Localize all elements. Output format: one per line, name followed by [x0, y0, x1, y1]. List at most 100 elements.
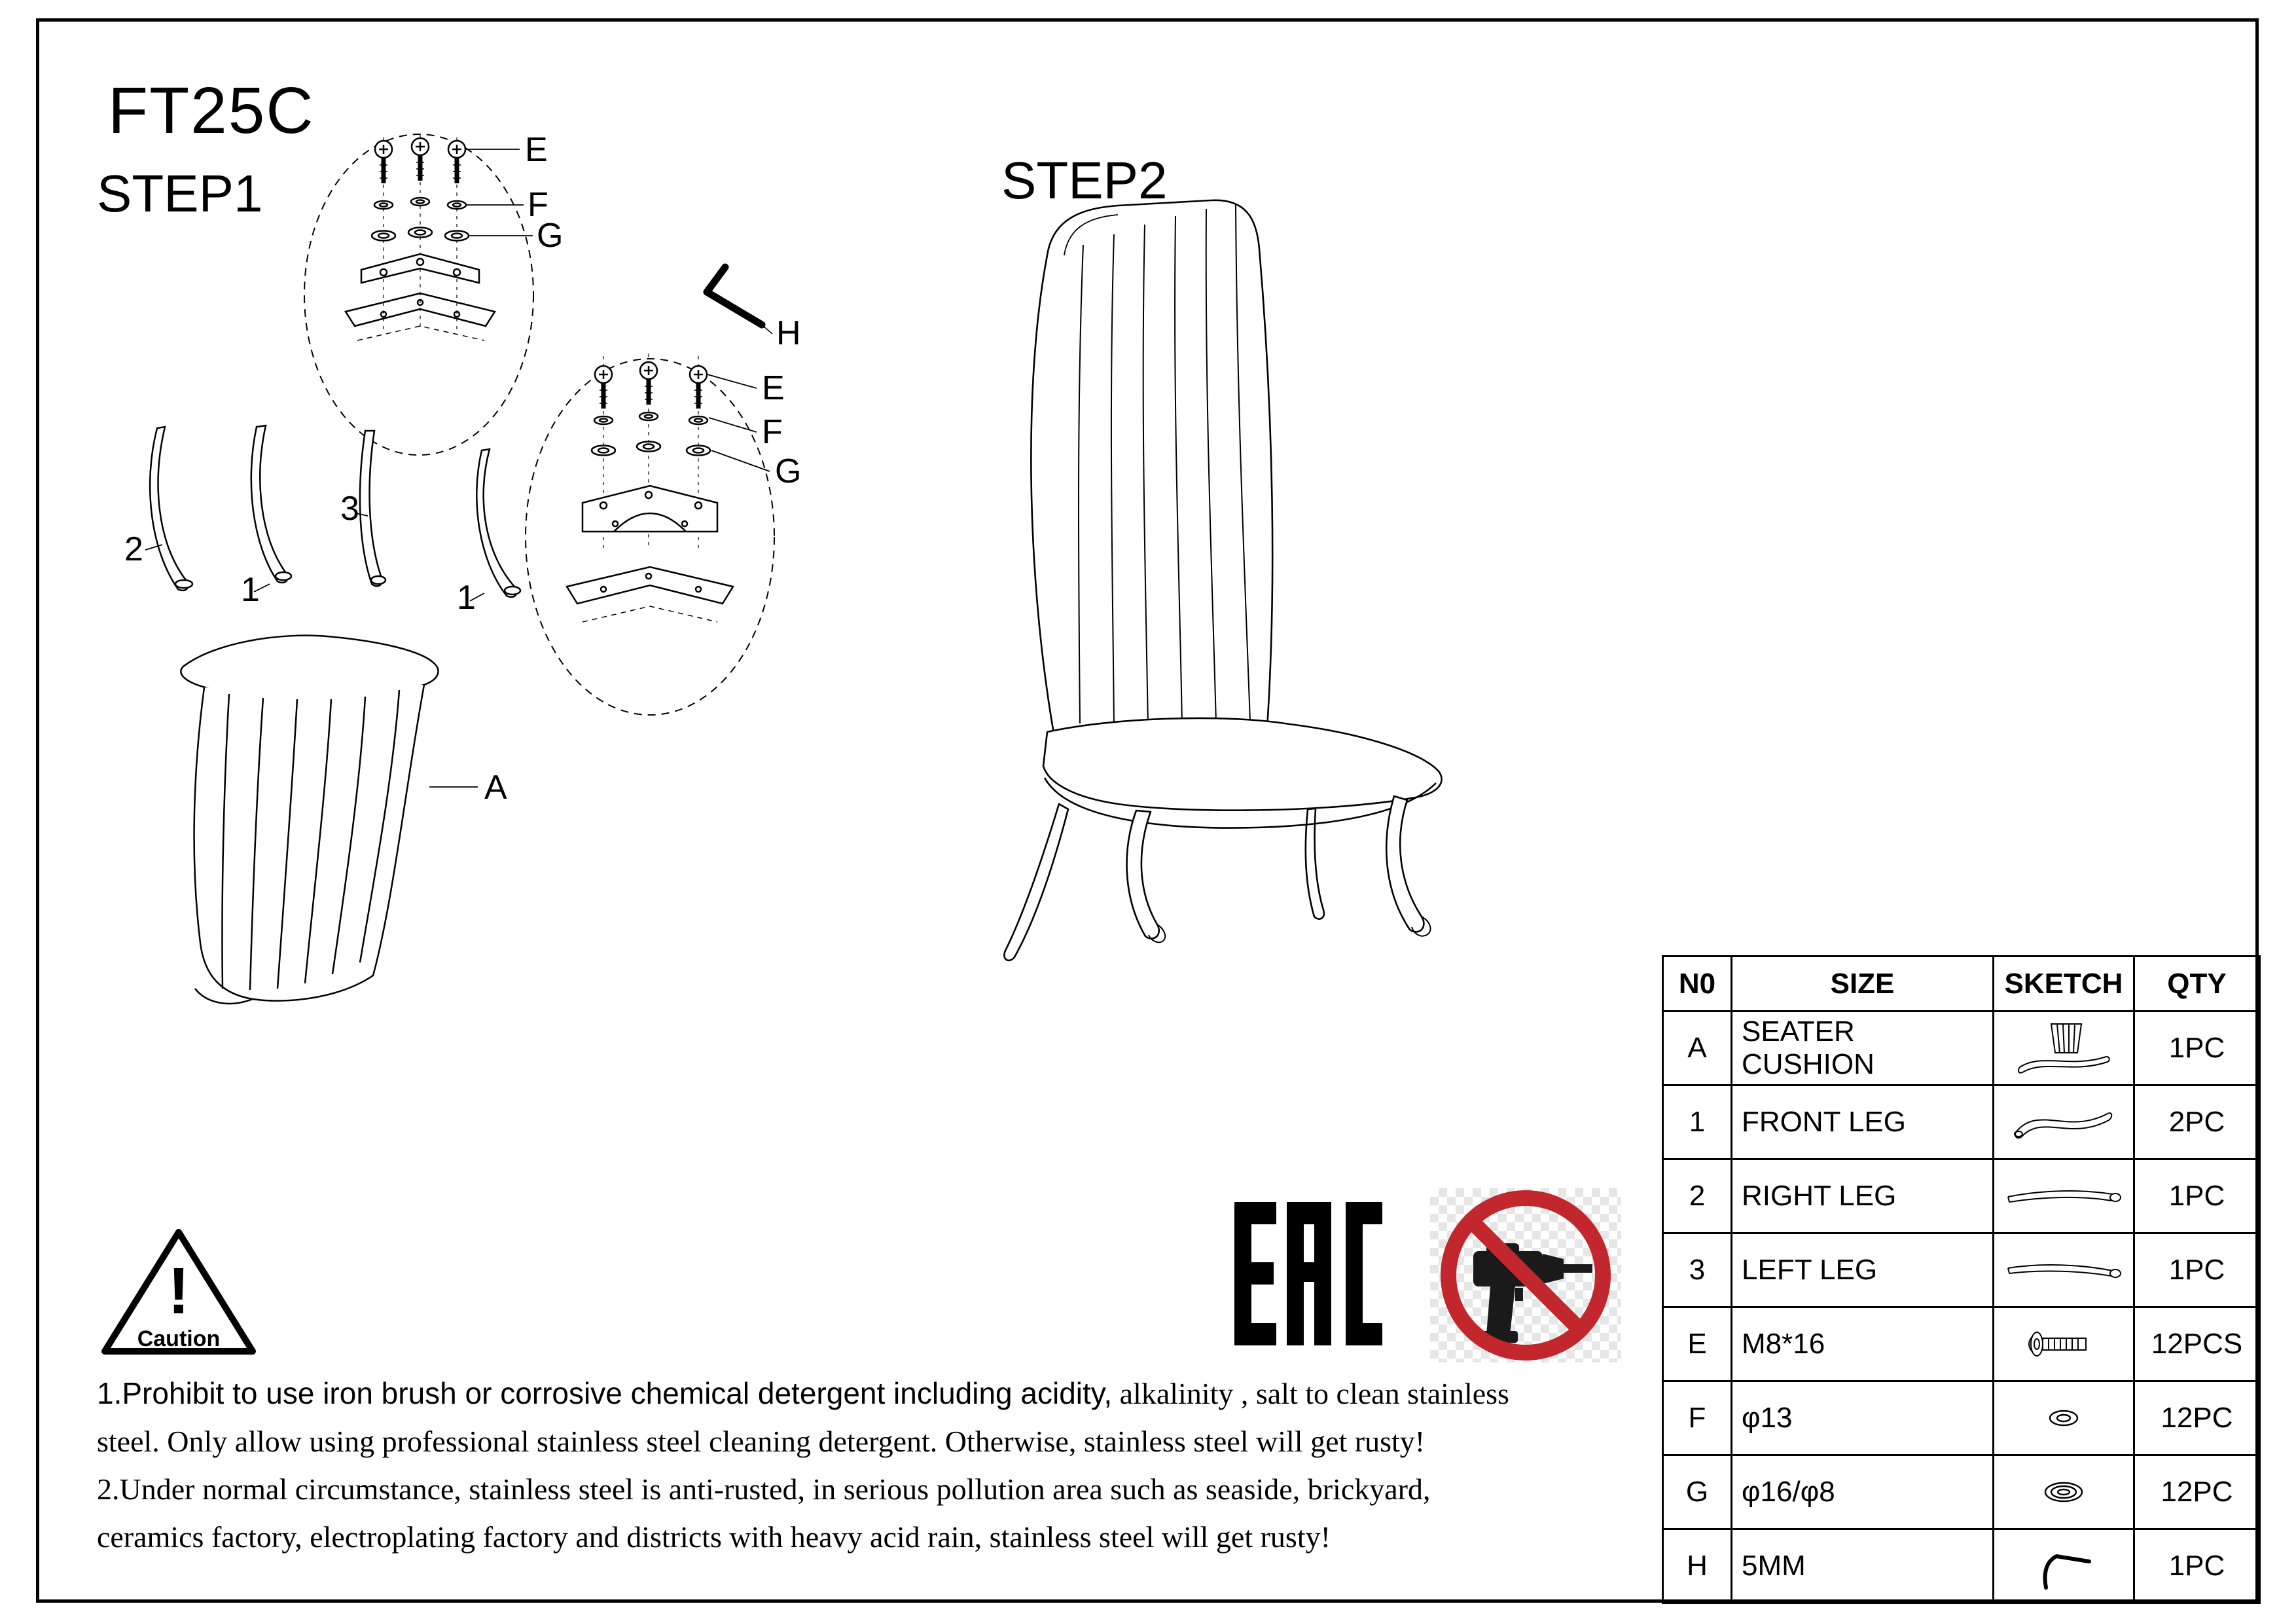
part-size: SEATER CUSHION: [1731, 1010, 1994, 1086]
no-drill-sign: [1430, 1188, 1621, 1362]
bolt-icon: [594, 361, 708, 409]
chair-legs: [145, 424, 522, 602]
caution-triangle: ! Caution: [101, 1229, 256, 1355]
detail-circle-mid: [525, 358, 775, 716]
callout-leg-2: 2: [124, 530, 143, 568]
col-header-sketch: SKETCH: [1992, 955, 2135, 1012]
callout-E2: E: [762, 369, 785, 407]
col-header-size: SIZE: [1731, 955, 1994, 1012]
front-leg-b: [476, 448, 518, 598]
callout-H: H: [776, 314, 801, 352]
part-size: φ16/φ8: [1731, 1454, 1994, 1530]
note-line: steel. Only allow using professional sta…: [97, 1425, 1426, 1458]
sketch-allen-key-icon: [2043, 1554, 2091, 1590]
callout-cushion-A: A: [484, 769, 507, 807]
table-row: E M8*16 12PCS: [1662, 1306, 2261, 1382]
rear-left-leg: [1003, 803, 1069, 962]
part-size: M8*16: [1731, 1306, 1994, 1382]
page-border: [36, 18, 2259, 1603]
large-washer-icon: [370, 227, 470, 242]
seat-corner-panel: [565, 566, 734, 605]
hex-key-icon: [703, 263, 766, 329]
table-row: 1 FRONT LEG 2PC: [1662, 1084, 2261, 1160]
eac-letters: [1234, 1202, 1382, 1345]
care-notes: 1.Prohibit to use iron brush or corrosiv…: [97, 1370, 1622, 1561]
part-no: 3: [1662, 1232, 1732, 1308]
screw-stack-cluster-1: [344, 135, 496, 341]
large-washer-icon: [590, 441, 711, 456]
corner-bracket: [360, 253, 480, 284]
rear-right-leg: [1304, 807, 1325, 920]
sketch-front-leg-icon: [2014, 1112, 2113, 1139]
corner-bracket: [581, 484, 719, 533]
front-leg-a: [250, 424, 289, 584]
part-qty: 1PC: [2133, 1528, 2261, 1604]
step2-heading: STEP2: [1001, 151, 1168, 210]
warning-triangle-icon: [101, 1229, 256, 1355]
part-qty: 1PC: [2133, 1158, 2261, 1234]
part-qty: 12PC: [2133, 1380, 2261, 1456]
front-right-leg: [1385, 795, 1425, 933]
callout-E1: E: [525, 131, 548, 169]
caution-label: Caution: [137, 1326, 221, 1351]
bolt-icon: [374, 137, 467, 183]
table-row: F φ13 12PC: [1662, 1380, 2261, 1456]
part-no: F: [1662, 1380, 1732, 1456]
part-no: E: [1662, 1306, 1732, 1382]
part-no: G: [1662, 1454, 1732, 1530]
table-header-row: N0 SIZE SKETCH QTY: [1662, 955, 2261, 1012]
part-qty: 12PCS: [2133, 1306, 2261, 1382]
part-size: LEFT LEG: [1731, 1232, 1994, 1308]
callout-leg-3: 3: [340, 490, 359, 528]
part-qty: 1PC: [2133, 1232, 2261, 1308]
table-row: A SEATER CUSHION 1PC: [1662, 1010, 2261, 1086]
detail-circle-top: [304, 134, 534, 456]
left-leg: [359, 429, 383, 587]
seat-corner-panel: [344, 292, 496, 327]
sketch-small-washer-icon: [2049, 1410, 2079, 1427]
part-no: H: [1662, 1528, 1732, 1604]
front-left-leg: [1126, 809, 1160, 939]
part-size: FRONT LEG: [1731, 1084, 1994, 1160]
eac-certification-icon: [1234, 1202, 1382, 1345]
step2-assembled-chair: [1003, 199, 1443, 962]
sketch-left-leg-icon: [2007, 1264, 2121, 1278]
screw-stack-cluster-2: [565, 354, 734, 623]
table-row: G φ16/φ8 12PC: [1662, 1454, 2261, 1530]
callout-G1: G: [537, 217, 563, 255]
small-washer-icon: [373, 196, 467, 210]
note-line: 1.Prohibit to use iron brush or corrosiv…: [97, 1370, 1622, 1417]
step1-heading: STEP1: [97, 164, 263, 223]
part-size: 5MM: [1731, 1528, 1994, 1604]
sketch-right-leg-icon: [2007, 1190, 2121, 1203]
col-header-no: N0: [1662, 955, 1732, 1012]
table-row: H 5MM 1PC: [1662, 1528, 2261, 1604]
table-row: 3 LEFT LEG 1PC: [1662, 1232, 2261, 1308]
sketch-seater-cushion-icon: [2017, 1023, 2110, 1074]
table-row: 2 RIGHT LEG 1PC: [1662, 1158, 2261, 1234]
part-no: 1: [1662, 1084, 1732, 1160]
parts-table: N0 SIZE SKETCH QTY A SEATER CUSHION: [1662, 955, 2261, 1604]
part-qty: 2PC: [2133, 1084, 2261, 1160]
sketch-bolt-icon: [2028, 1330, 2087, 1358]
model-number: FT25C: [108, 74, 315, 147]
caution-exclamation: !: [168, 1254, 189, 1328]
part-no: A: [1662, 1010, 1732, 1086]
note-line1-a: 1.Prohibit to use iron brush or corrosiv…: [97, 1376, 1113, 1410]
seater-cushion-part: [180, 634, 478, 1005]
part-size: RIGHT LEG: [1731, 1158, 1994, 1234]
part-no: 2: [1662, 1158, 1732, 1234]
small-washer-icon: [593, 411, 709, 426]
seat-cushion: [1042, 717, 1443, 811]
callout-F1: F: [528, 186, 548, 224]
callout-F2: F: [762, 413, 783, 451]
part-qty: 12PC: [2133, 1454, 2261, 1530]
no-drill-prohibition-icon: [1441, 1190, 1611, 1360]
callout-G2: G: [775, 452, 801, 490]
callout-leg-1b: 1: [457, 579, 476, 617]
note-line: 2.Under normal circumstance, stainless s…: [97, 1472, 1431, 1506]
right-leg: [149, 426, 189, 592]
sketch-large-washer-icon: [2044, 1482, 2083, 1503]
part-qty: 1PC: [2133, 1010, 2261, 1086]
